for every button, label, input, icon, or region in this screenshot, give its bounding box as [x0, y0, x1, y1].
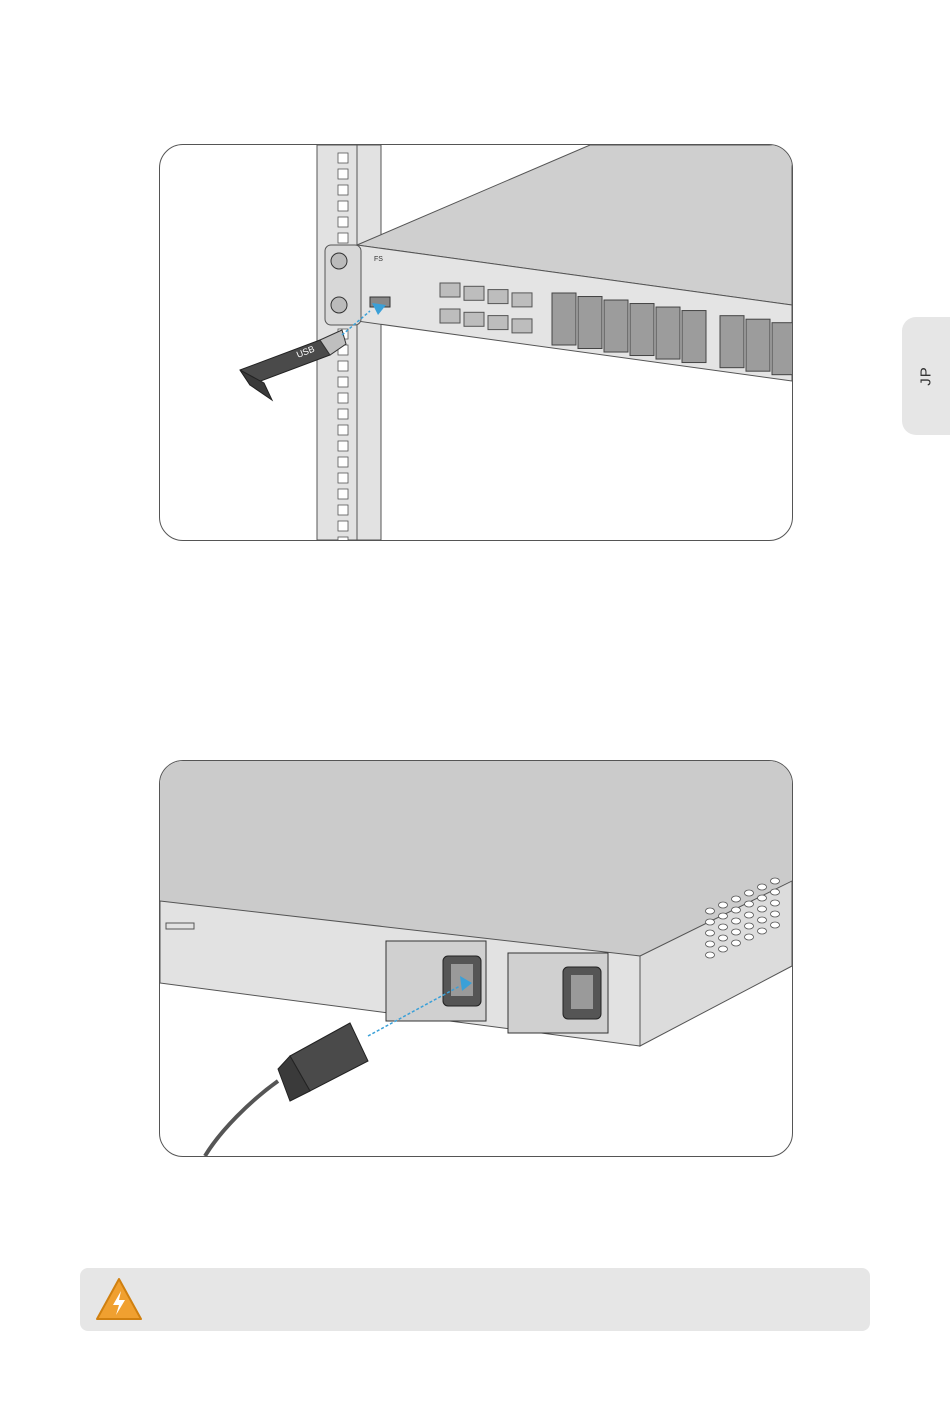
- vent-hole: [771, 911, 780, 917]
- rail-hole: [338, 489, 348, 499]
- rail-hole: [338, 457, 348, 467]
- ear-screw-bottom: [331, 297, 347, 313]
- rail-hole: [338, 473, 348, 483]
- vent-hole: [732, 907, 741, 913]
- rj45-port: [488, 316, 508, 330]
- rail-hole: [338, 425, 348, 435]
- vent-hole: [758, 928, 767, 934]
- vent-hole: [719, 946, 728, 952]
- language-tab-label: JP: [918, 366, 935, 386]
- warning-box: [80, 1268, 870, 1331]
- vent-hole: [706, 908, 715, 914]
- sfp-port: [772, 323, 792, 375]
- usb-install-drawing: FS USB: [160, 145, 792, 540]
- rj45-port: [512, 319, 532, 333]
- vent-hole: [732, 940, 741, 946]
- rail-hole: [338, 409, 348, 419]
- vent-hole: [745, 923, 754, 929]
- power-cord-plug: [205, 1023, 368, 1156]
- high-voltage-warning-icon: [95, 1277, 143, 1321]
- rj45-port: [464, 312, 484, 326]
- vent-hole: [706, 919, 715, 925]
- sfp-port: [656, 307, 680, 359]
- ear-screw-top: [331, 253, 347, 269]
- sfp-port: [604, 300, 628, 352]
- rj45-port: [488, 290, 508, 304]
- rail-hole: [338, 361, 348, 371]
- vent-hole: [719, 924, 728, 930]
- rj45-port: [464, 286, 484, 300]
- rail-hole: [338, 441, 348, 451]
- vent-hole: [706, 930, 715, 936]
- rail-hole: [338, 233, 348, 243]
- sfp-port: [552, 293, 576, 345]
- power-cable: [205, 1081, 278, 1156]
- vent-hole: [719, 935, 728, 941]
- vent-hole: [706, 941, 715, 947]
- vent-hole: [758, 906, 767, 912]
- power-supply-2: [508, 953, 608, 1033]
- usb-install-illustration: FS USB: [159, 144, 793, 541]
- vent-hole: [706, 952, 715, 958]
- rail-hole: [338, 377, 348, 387]
- sfp-port: [720, 316, 744, 368]
- vent-hole: [758, 917, 767, 923]
- language-tab: JP: [902, 317, 950, 435]
- power-cord-drawing: [160, 761, 792, 1156]
- vent-hole: [771, 889, 780, 895]
- brand-label: FS: [374, 256, 383, 263]
- sfp-port: [630, 304, 654, 356]
- vent-hole: [732, 918, 741, 924]
- rail-hole: [338, 521, 348, 531]
- sfp-port: [578, 297, 602, 349]
- vent-hole: [732, 929, 741, 935]
- vent-hole: [771, 922, 780, 928]
- rail-hole: [338, 185, 348, 195]
- sfp-port: [682, 311, 706, 363]
- vent-hole: [719, 913, 728, 919]
- rail-hole: [338, 505, 348, 515]
- rail-hole: [338, 217, 348, 227]
- sfp-port: [746, 319, 770, 371]
- vent-hole: [745, 934, 754, 940]
- rail-hole: [338, 153, 348, 163]
- rj45-port: [512, 293, 532, 307]
- vent-hole: [745, 912, 754, 918]
- vent-hole: [719, 902, 728, 908]
- vent-hole: [758, 884, 767, 890]
- vent-hole: [758, 895, 767, 901]
- vent-hole: [745, 901, 754, 907]
- rj45-port: [440, 283, 460, 297]
- power-cord-illustration: [159, 760, 793, 1157]
- vent-hole: [771, 878, 780, 884]
- rail-hole: [338, 393, 348, 403]
- rail-hole: [338, 201, 348, 211]
- vent-hole: [732, 896, 741, 902]
- vent-hole: [745, 890, 754, 896]
- vent-hole: [771, 900, 780, 906]
- rail-hole: [338, 537, 348, 540]
- rail-hole: [338, 169, 348, 179]
- power-supply-1: [386, 941, 486, 1021]
- rj45-port: [440, 309, 460, 323]
